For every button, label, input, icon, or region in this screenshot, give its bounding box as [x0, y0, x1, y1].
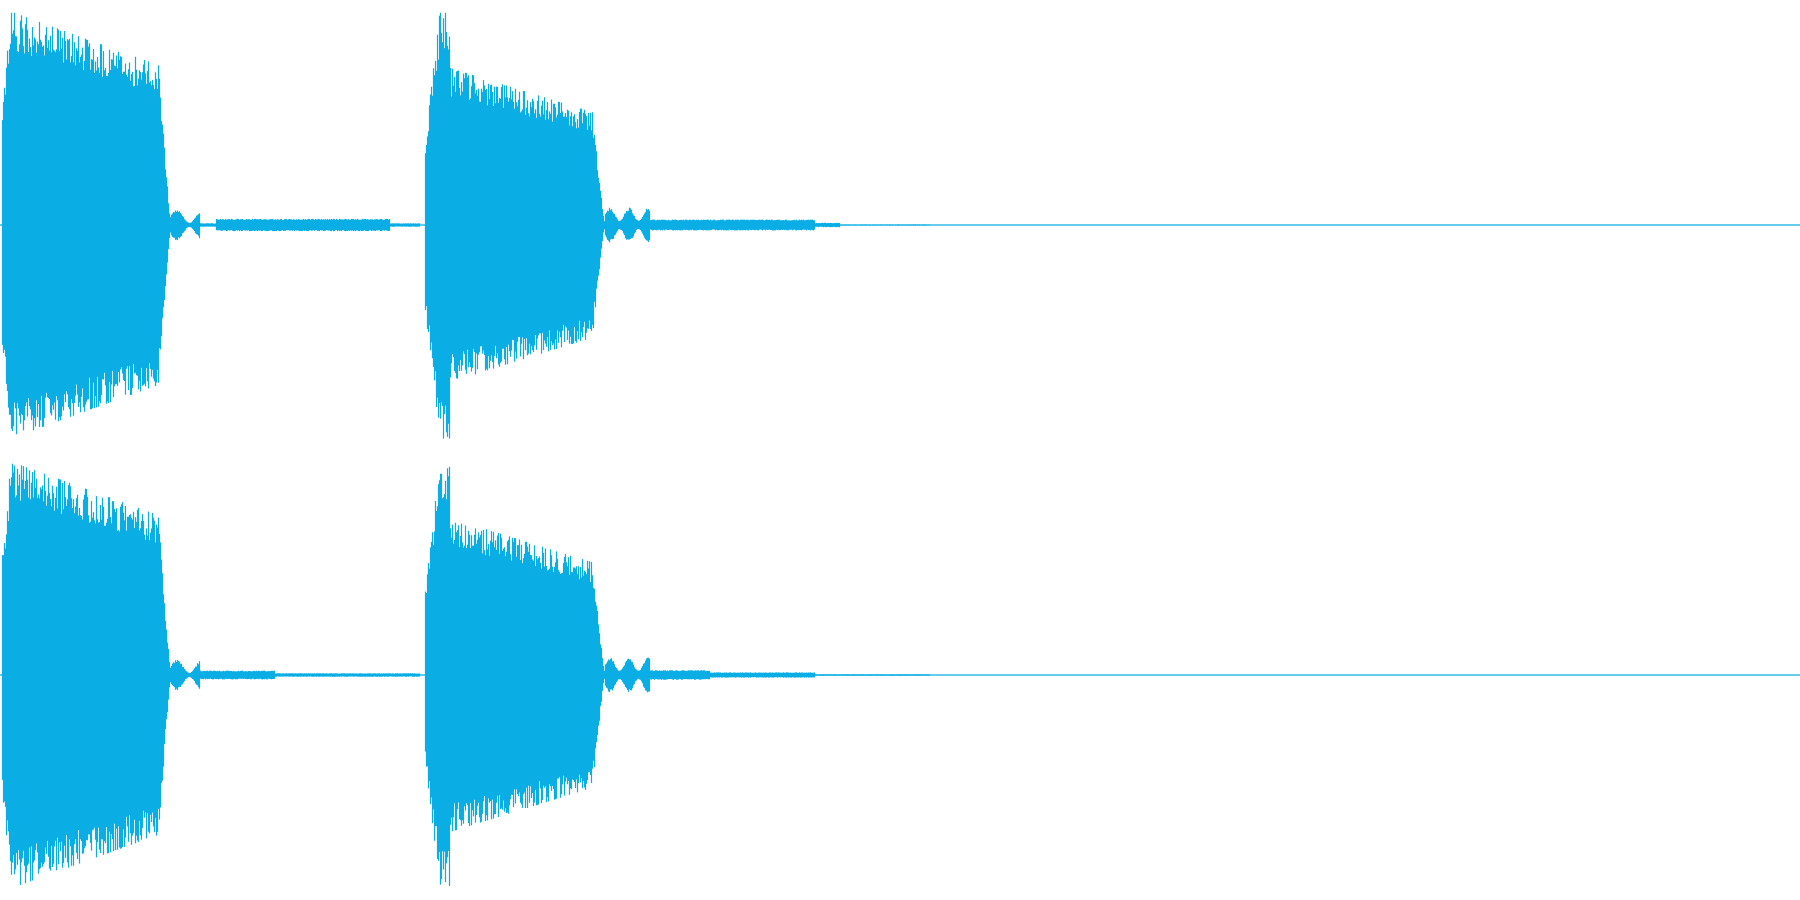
- channel-left: [0, 12, 1800, 439]
- channel-right: [0, 463, 1800, 886]
- waveform-left: [1, 12, 931, 439]
- waveform-right: [1, 463, 931, 886]
